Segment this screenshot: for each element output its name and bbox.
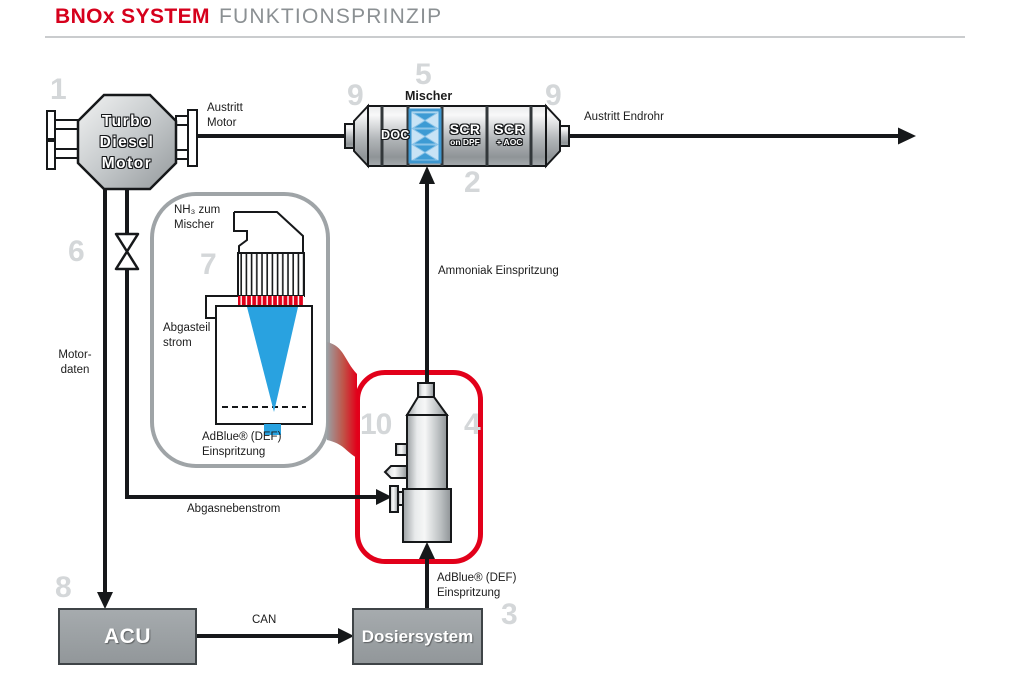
detail-bubble [150, 192, 330, 468]
motor-label-line: Motor [101, 154, 153, 172]
step-number-5: 5 [415, 58, 432, 91]
motor-shape [46, 93, 198, 191]
doc-label: DOC [381, 128, 410, 142]
arrow-tailpipe [898, 127, 916, 145]
scr-dpf-label: SCR on DPF [449, 121, 481, 147]
step-number-4: 4 [464, 408, 481, 441]
arrow-can [338, 628, 354, 644]
scr-aoc-label: SCR + AOC [494, 121, 525, 147]
abgasnebenstrom-label: Abgasnebenstrom [187, 503, 281, 515]
arrow-ammonia [419, 166, 435, 184]
motor-label-line: Turbo [101, 113, 153, 130]
arrowheads [97, 127, 916, 644]
valve-icon [114, 232, 140, 271]
injector-shape [383, 382, 452, 543]
reactor-frame [355, 370, 483, 564]
step-number-8: 8 [55, 571, 72, 604]
subtitle: FUNKTIONSPRINZIP [218, 5, 443, 28]
spray-cone [247, 307, 298, 412]
step-number-1: 1 [50, 73, 67, 106]
step-number-10: 10 [360, 408, 392, 441]
can-label: CAN [252, 614, 277, 626]
step-number-2: 2 [464, 166, 481, 199]
title-divider [45, 36, 965, 38]
step-number-9-left: 9 [347, 79, 364, 112]
pipe-bypass-lower [125, 269, 378, 499]
austritt-motor-label: Austritt Motor [207, 102, 243, 129]
dosiersystem-box: Dosiersystem [352, 608, 483, 665]
motordaten-label: Motor- daten [58, 349, 92, 376]
page-title: BNOx SYSTEM FUNKTIONSPRINZIP [55, 5, 442, 29]
arrow-bypass [376, 489, 392, 505]
nh3-label: NH₃ zum Mischer [174, 204, 221, 231]
abgasteilstrom-label: Abgasteil strom [163, 322, 211, 349]
mischer-label: Mischer [405, 89, 453, 103]
motor-label: Turbo Diesel Motor [78, 112, 176, 175]
step-number-6: 6 [68, 235, 85, 268]
austritt-endrohr-label: Austritt Endrohr [584, 111, 664, 123]
motor-label-line: Diesel [99, 133, 155, 151]
converter-shape [344, 103, 570, 169]
brand-title: BNOx SYSTEM [55, 5, 210, 28]
step-number-9-right: 9 [545, 79, 562, 112]
acu-box: ACU [58, 608, 197, 665]
bubble-tail [327, 342, 357, 458]
step-number-7: 7 [200, 248, 217, 281]
detail-drawing [205, 211, 313, 435]
adblue-dosing-label: AdBlue® (DEF) Einspritzung [437, 572, 517, 599]
flow-pipes [103, 134, 898, 638]
adblue-bubble-label: AdBlue® (DEF) Einspritzung [202, 431, 282, 458]
step-number-3: 3 [501, 598, 518, 631]
spray-nozzle [264, 424, 281, 435]
arrow-to-acu [97, 592, 113, 609]
arrow-adblue [419, 542, 435, 559]
ammoniak-label: Ammoniak Einspritzung [438, 265, 559, 277]
